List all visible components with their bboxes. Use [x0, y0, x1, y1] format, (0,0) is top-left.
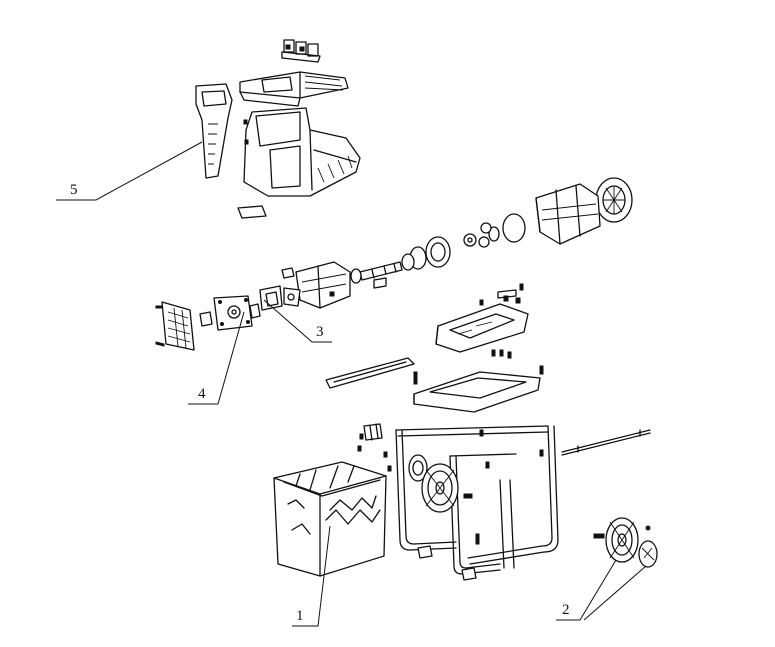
bracket-part-3	[259, 285, 301, 311]
top-small-parts	[281, 39, 321, 63]
frame-wheels	[408, 454, 473, 513]
clip-part	[237, 205, 267, 219]
motor	[535, 183, 601, 245]
main-housing	[243, 107, 361, 197]
callout-3: 3	[316, 324, 324, 340]
support-bar	[325, 357, 418, 389]
collection-bin-part-1	[273, 461, 387, 577]
top-housing-assembly	[195, 39, 361, 219]
shaft	[350, 261, 403, 289]
stand-frame	[357, 423, 559, 581]
leader-5	[56, 141, 203, 201]
handle-part	[195, 83, 233, 179]
front-grille	[155, 301, 195, 351]
leader-2a	[556, 559, 617, 621]
control-housing	[435, 283, 529, 359]
plate-part-4	[199, 295, 261, 331]
wheel-set-part-2	[593, 517, 658, 568]
fan	[595, 177, 633, 223]
leader-3	[263, 299, 332, 343]
callout-2: 2	[562, 602, 570, 618]
leader-4	[188, 311, 245, 405]
gearbox	[281, 261, 351, 309]
axle-rod	[561, 429, 651, 456]
leader-2b	[583, 565, 647, 621]
callout-4: 4	[198, 386, 206, 402]
base-plate	[413, 365, 544, 413]
callout-5: 5	[70, 182, 78, 198]
leader-1	[292, 525, 331, 627]
callout-labels: 5 4 3 1 2	[70, 182, 570, 624]
o-ring	[502, 213, 526, 243]
cutter-disc	[425, 236, 451, 268]
bearings	[463, 222, 492, 248]
top-cover	[239, 71, 349, 107]
callout-leaders	[56, 141, 647, 627]
callout-1: 1	[296, 608, 304, 624]
drive-train	[155, 177, 633, 351]
gear-wheels	[401, 246, 427, 271]
